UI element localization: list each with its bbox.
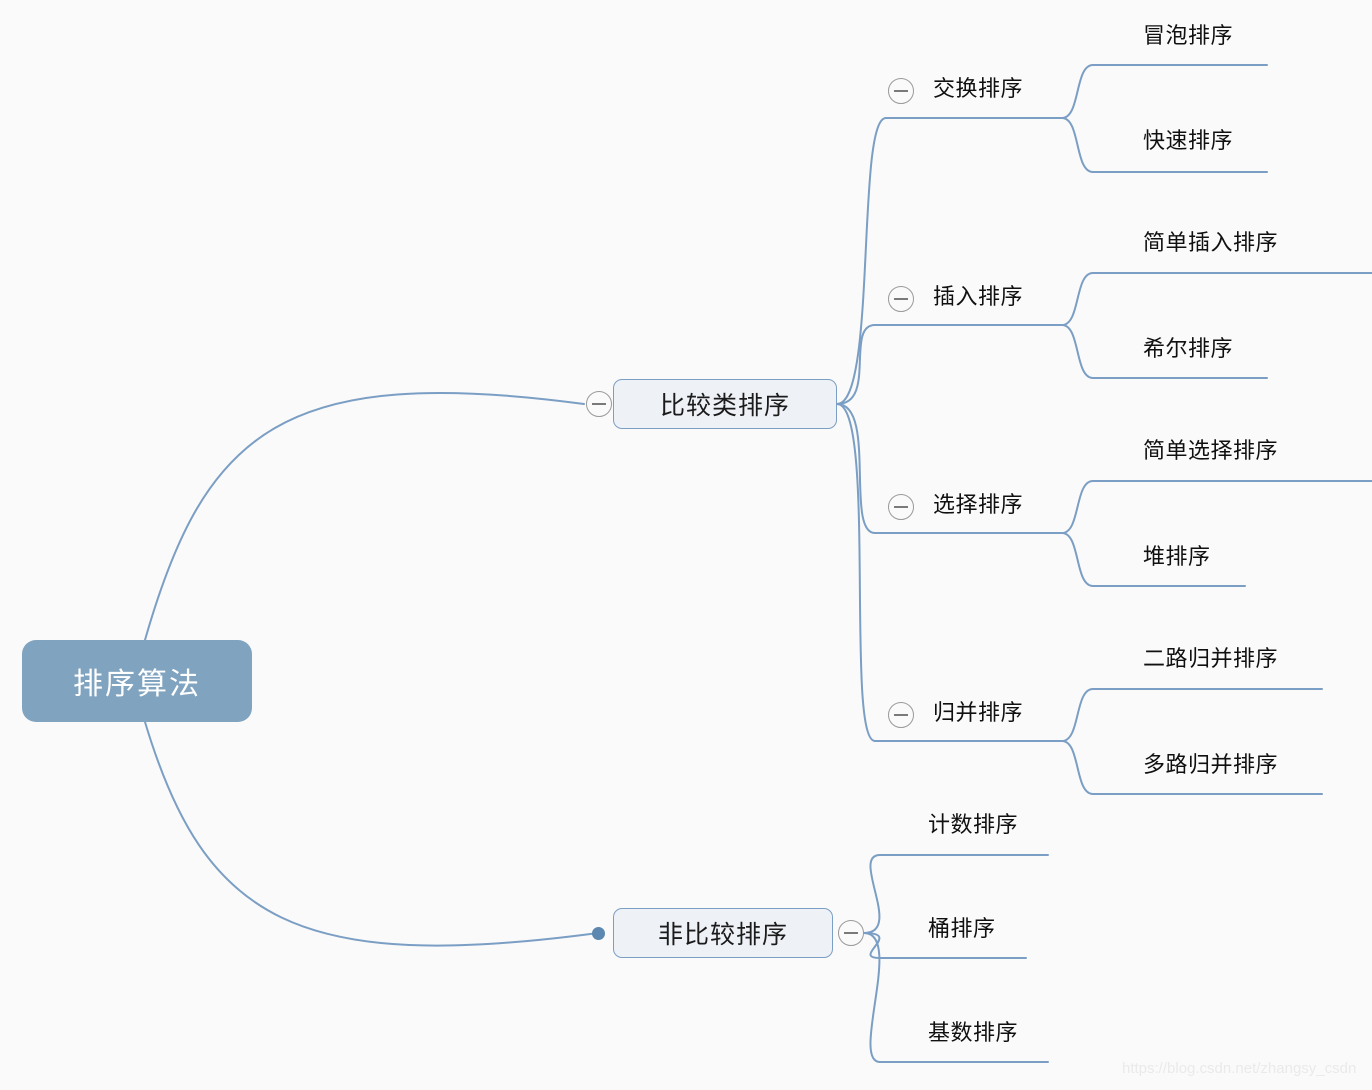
child-node-0-0[interactable]: 交换排序 [933, 76, 1024, 101]
child-node-1-0[interactable]: 计数排序 [928, 812, 1019, 837]
leaf-node-0-3-1[interactable]: 多路归并排序 [1143, 752, 1279, 777]
child-node-1-1[interactable]: 桶排序 [928, 916, 996, 941]
collapse-toggle-branch-1[interactable] [838, 920, 864, 946]
leaf-node-0-2-0[interactable]: 简单选择排序 [1143, 438, 1279, 463]
watermark: https://blog.csdn.net/zhangsy_csdn [1122, 1060, 1357, 1077]
leaf-node-0-3-0[interactable]: 二路归并排序 [1143, 646, 1279, 671]
child-node-0-3[interactable]: 归并排序 [933, 700, 1024, 725]
leaf-node-0-1-1[interactable]: 希尔排序 [1143, 336, 1234, 361]
child-node-0-2[interactable]: 选择排序 [933, 492, 1024, 517]
leaf-node-0-0-1[interactable]: 快速排序 [1143, 128, 1234, 153]
collapse-toggle-child-0-3[interactable] [888, 702, 914, 728]
child-node-0-1[interactable]: 插入排序 [933, 284, 1024, 309]
root-node[interactable]: 排序算法 [22, 640, 252, 722]
collapse-toggle-branch-0[interactable] [586, 391, 612, 417]
connector-endpoint-dot [592, 927, 605, 940]
leaf-node-0-1-0[interactable]: 简单插入排序 [1143, 230, 1279, 255]
collapse-toggle-child-0-0[interactable] [888, 78, 914, 104]
child-node-1-2[interactable]: 基数排序 [928, 1020, 1019, 1045]
collapse-toggle-child-0-2[interactable] [888, 494, 914, 520]
branch-node-node-0[interactable]: 比较类排序 [613, 379, 837, 429]
leaf-node-0-2-1[interactable]: 堆排序 [1143, 544, 1211, 569]
branch-node-node-1[interactable]: 非比较排序 [613, 908, 833, 958]
leaf-node-0-0-0[interactable]: 冒泡排序 [1143, 23, 1234, 48]
collapse-toggle-child-0-1[interactable] [888, 286, 914, 312]
